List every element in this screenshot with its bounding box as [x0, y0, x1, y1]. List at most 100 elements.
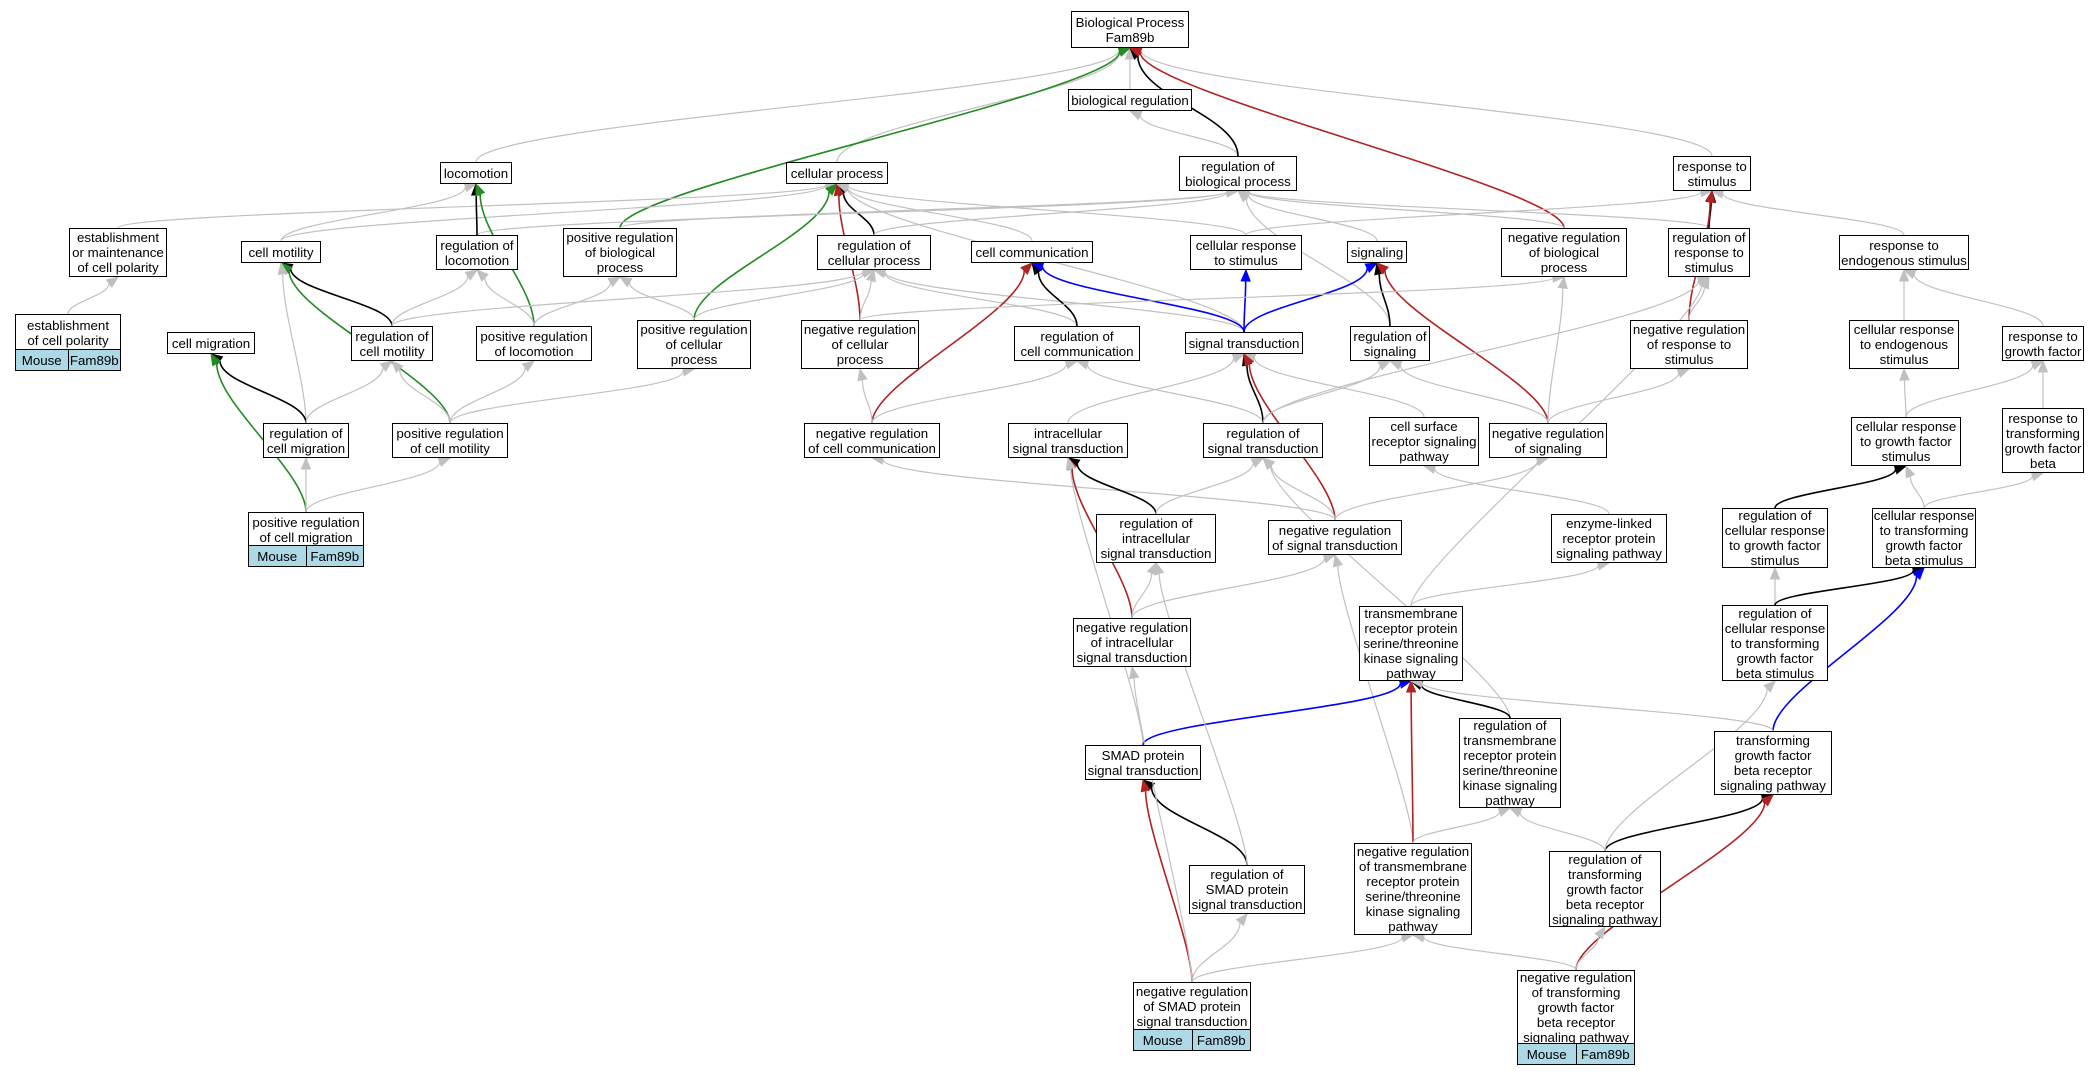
go-term-negregbio[interactable]: negative regulation of biological proces… [1501, 228, 1627, 277]
edge-is-a [1245, 191, 1702, 236]
go-term-cellmot[interactable]: cell motility [241, 241, 321, 263]
go-term-root[interactable]: Biological Process Fam89b [1071, 11, 1189, 48]
edge-is-a [449, 371, 684, 424]
edge-is-a [871, 363, 1068, 424]
go-term-negregsigtrans[interactable]: negative regulation of signal transducti… [1268, 520, 1402, 555]
go-term-negregsignaling[interactable]: negative regulation of signaling [1489, 423, 1607, 458]
go-term-cellrespendo[interactable]: cellular response to endogenous stimulus [1849, 320, 1959, 369]
go-term-tmrpstk[interactable]: transmembrane receptor protein serine/th… [1359, 606, 1463, 681]
arrowhead [2030, 471, 2045, 482]
go-term-label: negative regulation of cellular process [803, 322, 917, 367]
go-term-bioreg[interactable]: biological regulation [1068, 89, 1192, 111]
go-term-cellrespstim[interactable]: cellular response to stimulus [1190, 235, 1302, 270]
arrowhead [1760, 794, 1774, 807]
go-term-respgf[interactable]: response to growth factor [2002, 326, 2084, 361]
go-term-label: enzyme-linked receptor protein signaling… [1556, 516, 1662, 561]
go-term-csrsp[interactable]: cell surface receptor signaling pathway [1369, 417, 1479, 466]
go-term-intrasig[interactable]: intracellular signal transduction [1008, 423, 1128, 458]
arrowhead [1250, 457, 1265, 468]
arrowhead [1128, 47, 1143, 58]
edge-is-a [1270, 465, 1336, 521]
arrowhead [1075, 359, 1090, 370]
go-term-regsmad[interactable]: regulation of SMAD protein signal transd… [1189, 865, 1305, 914]
go-term-tgfbrsp[interactable]: transforming growth factor beta receptor… [1714, 731, 1832, 795]
go-term-negregcellcomm[interactable]: negative regulation of cell communicatio… [804, 423, 940, 458]
go-term-regintrasig[interactable]: regulation of intracellular signal trans… [1096, 514, 1216, 563]
go-term-sigtrans[interactable]: signal transduction [1185, 332, 1303, 354]
go-term-label: locomotion [443, 165, 509, 181]
go-term-cellproc[interactable]: cellular process [786, 162, 888, 184]
go-term-regsigtrans[interactable]: regulation of signal transduction [1203, 423, 1323, 458]
go-term-label: negative regulation of signal transducti… [1272, 522, 1398, 553]
edge-is-a [1905, 364, 2034, 418]
edge-part-of [1246, 364, 1264, 424]
go-term-negregtgfbrsp[interactable]: negative regulation of transforming grow… [1517, 970, 1635, 1045]
go-term-posregcellproc[interactable]: positive regulation of cellular process [637, 320, 751, 369]
go-term-negregtmrpstk[interactable]: negative regulation of transmembrane rec… [1354, 843, 1472, 935]
edge-positively-regulates [619, 51, 1121, 229]
go-term-regloc[interactable]: regulation of locomotion [436, 235, 518, 270]
arrowhead [464, 269, 479, 281]
go-term-regcellresptgfb[interactable]: regulation of cellular response to trans… [1722, 605, 1828, 681]
go-term-locomotion[interactable]: locomotion [440, 162, 512, 184]
go-term-label: response to endogenous stimulus [1841, 237, 1967, 268]
edge-is-a [1070, 468, 1144, 746]
edge-is-a [1262, 365, 1381, 424]
go-term-regcellrespgf[interactable]: regulation of cellular response to growt… [1722, 508, 1828, 568]
go-term-regcellmig[interactable]: regulation of cell migration [263, 423, 349, 458]
edge-is-a [280, 186, 467, 242]
go-term-regcellproc[interactable]: regulation of cellular process [817, 235, 931, 270]
go-term-regrespstim[interactable]: regulation of response to stimulus [1668, 228, 1750, 277]
arrowhead [437, 457, 452, 467]
go-term-posregcellmig[interactable]: positive regulation of cell migration [248, 512, 364, 547]
go-term-negregintrasig[interactable]: negative regulation of intracellular sig… [1073, 618, 1191, 667]
go-term-respendo[interactable]: response to endogenous stimulus [1839, 235, 1969, 270]
go-term-label: cellular response to endogenous stimulus [1853, 322, 1955, 367]
go-term-cellmig[interactable]: cell migration [167, 332, 255, 354]
edge-part-of [842, 192, 875, 236]
go-term-regtgfbrsp[interactable]: regulation of transforming growth factor… [1549, 851, 1661, 927]
edge-regulates [1772, 576, 1918, 732]
go-term-cellcomm[interactable]: cell communication [971, 241, 1093, 263]
edge-is-a [280, 184, 827, 242]
go-term-respstim[interactable]: response to stimulus [1673, 156, 1751, 191]
arrowhead [1140, 778, 1151, 793]
go-term-regcellmot[interactable]: regulation of cell motility [351, 326, 433, 361]
edge-is-a [1923, 475, 2034, 509]
go-term-regsignaling[interactable]: regulation of signaling [1350, 326, 1430, 361]
go-term-estpol[interactable]: establishment or maintenance of cell pol… [69, 228, 167, 277]
edge-is-a [1903, 379, 1907, 418]
go-term-posregbio[interactable]: positive regulation of biological proces… [563, 228, 677, 277]
arrowhead [277, 261, 288, 276]
edge-is-a [1519, 812, 1606, 852]
go-term-negregsmad[interactable]: negative regulation of SMAD protein sign… [1133, 982, 1251, 1031]
go-term-negregcellproc[interactable]: negative regulation of cellular process [801, 320, 919, 369]
go-term-label: regulation of signaling [1353, 328, 1427, 359]
go-term-posregcellmot[interactable]: positive regulation of cell motility [392, 423, 508, 458]
go-term-elrpsp[interactable]: enzyme-linked receptor protein signaling… [1551, 514, 1667, 563]
edge-is-a [533, 282, 612, 327]
go-term-regcellcomm[interactable]: regulation of cell communication [1014, 326, 1140, 361]
go-term-regtmrpstk[interactable]: regulation of transmembrane receptor pro… [1459, 718, 1561, 808]
edge-is-a [1247, 194, 1378, 242]
edge-is-a [1913, 273, 2044, 327]
go-term-regbio[interactable]: regulation of biological process [1179, 156, 1297, 191]
arrowhead [1594, 925, 1606, 940]
edge-is-a [1547, 372, 1680, 424]
go-term-negregrespstim[interactable]: negative regulation of response to stimu… [1630, 320, 1748, 369]
go-term-signaling[interactable]: signaling [1347, 241, 1407, 263]
edge-part-of [1150, 786, 1248, 866]
go-term-smad[interactable]: SMAD protein signal transduction [1085, 745, 1201, 780]
edge-is-a [1399, 364, 1549, 424]
go-term-label: regulation of cell motility [355, 328, 429, 359]
edge-is-a [484, 277, 535, 327]
go-term-posregloc[interactable]: positive regulation of locomotion [476, 326, 592, 361]
go-term-cellresptgfb[interactable]: cellular response to transforming growth… [1872, 508, 1976, 568]
go-term-estcellpol[interactable]: establishment of cell polarity [15, 314, 121, 351]
annotation-gene: Fam89b [67, 350, 121, 371]
arrowhead [1322, 553, 1337, 564]
go-term-resptgfb[interactable]: response to transforming growth factor b… [2002, 408, 2084, 473]
arrowhead [1376, 262, 1389, 275]
edge-is-a [1248, 191, 1710, 229]
go-term-cellrespgf[interactable]: cellular response to growth factor stimu… [1851, 417, 1961, 466]
